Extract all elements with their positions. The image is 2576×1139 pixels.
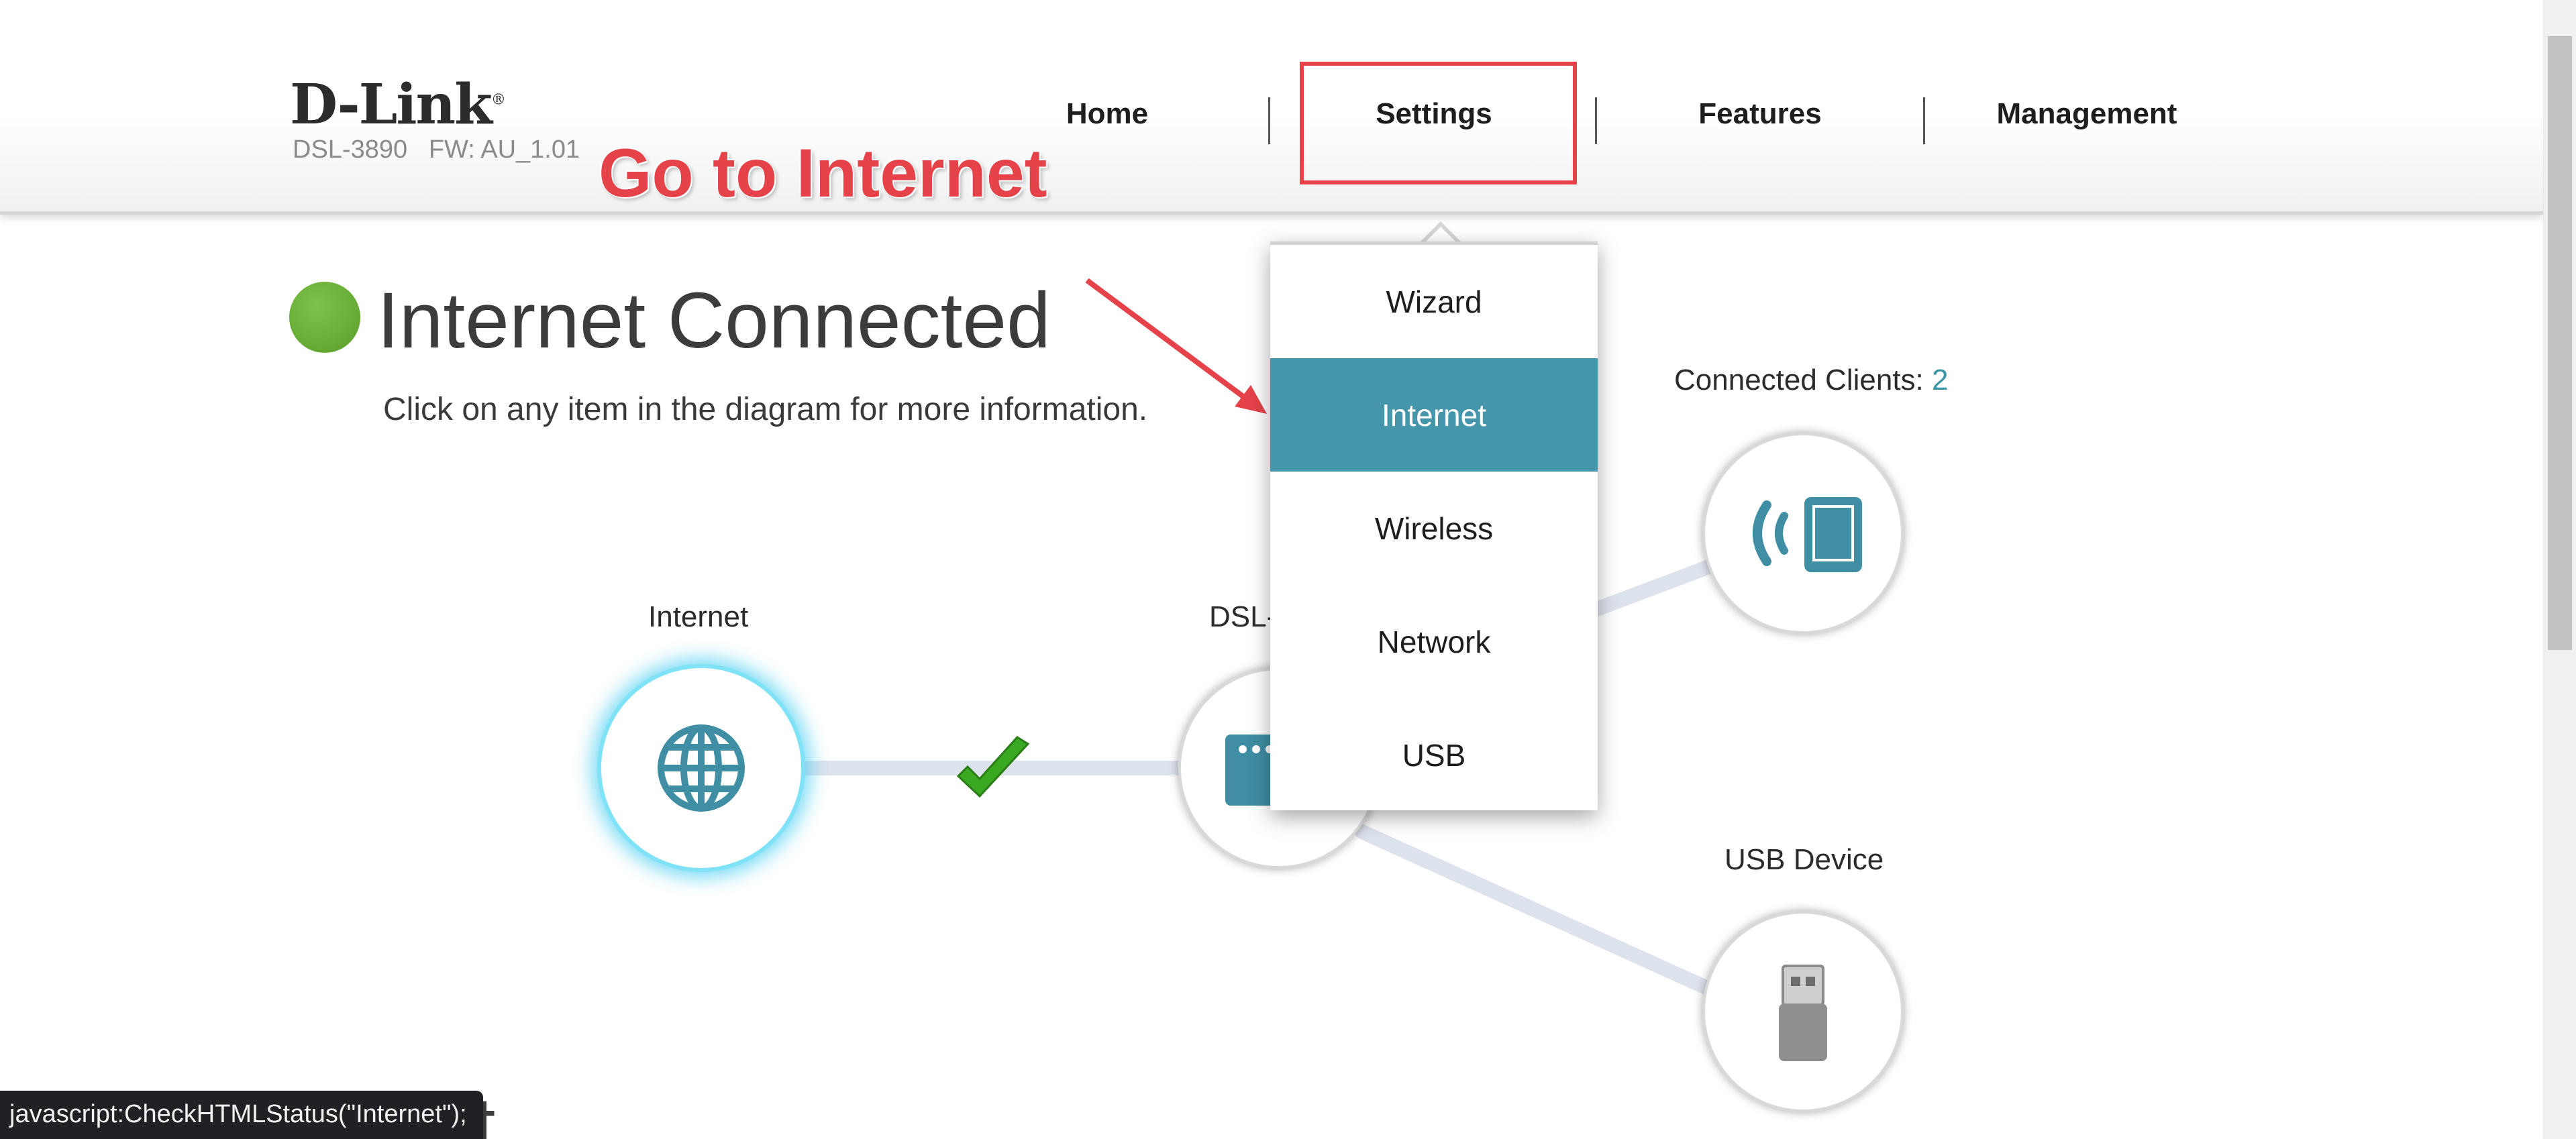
model-firmware-info: DSL-3890 FW: AU_1.01 [293, 135, 580, 164]
usb-device-label: USB Device [1724, 843, 1884, 876]
settings-dropdown-menu: Wizard Internet Wireless Network USB [1270, 241, 1598, 810]
connected-clients-count[interactable]: 2 [1932, 364, 1949, 396]
scrollbar-thumb[interactable] [2548, 36, 2572, 650]
page-subtitle: Click on any item in the diagram for mor… [383, 392, 1148, 427]
menu-item-wireless[interactable]: Wireless [1374, 510, 1494, 546]
nav-settings[interactable]: Settings [1376, 97, 1492, 130]
nav-home[interactable]: Home [1066, 97, 1149, 130]
nav-separator [1595, 97, 1597, 144]
usb-drive-icon [1779, 965, 1827, 1061]
connected-clients-node[interactable] [1702, 433, 1904, 634]
nav-separator [1268, 97, 1270, 144]
firmware-version: FW: AU_1.01 [428, 135, 580, 164]
settings-highlight-box [1300, 62, 1577, 184]
nav-features[interactable]: Features [1698, 97, 1822, 130]
menu-item-wizard[interactable]: Wizard [1386, 284, 1482, 319]
checkmark-icon [956, 736, 1030, 798]
page-title: Internet Connected [377, 276, 1051, 365]
menu-item-usb[interactable]: USB [1402, 737, 1466, 773]
nav-management[interactable]: Management [1996, 97, 2177, 130]
globe-icon [658, 724, 745, 812]
internet-node[interactable] [597, 664, 805, 872]
top-header: D-Link® DSL-3890 FW: AU_1.01 Home Settin… [0, 0, 2543, 215]
dropdown-caret-inner [1423, 227, 1458, 244]
wireless-tablet-icon [1753, 497, 1862, 572]
model-name: DSL-3890 [293, 135, 408, 164]
usb-device-node[interactable] [1702, 911, 1904, 1112]
router-label: DSL- [1209, 600, 1277, 633]
status-indicator-dot [289, 282, 360, 353]
internet-label: Internet [648, 600, 749, 633]
connected-clients-label: Connected Clients: 2 [1674, 364, 1949, 396]
dlink-logo[interactable]: D-Link® [290, 72, 506, 137]
menu-item-network[interactable]: Network [1377, 624, 1491, 659]
browser-status-bar: javascript:CheckHTMLStatus("Internet"); [0, 1091, 483, 1139]
annotation-text: Go to Internet [599, 135, 1047, 211]
menu-item-internet[interactable]: Internet [1270, 358, 1598, 472]
nav-separator [1923, 97, 1925, 144]
